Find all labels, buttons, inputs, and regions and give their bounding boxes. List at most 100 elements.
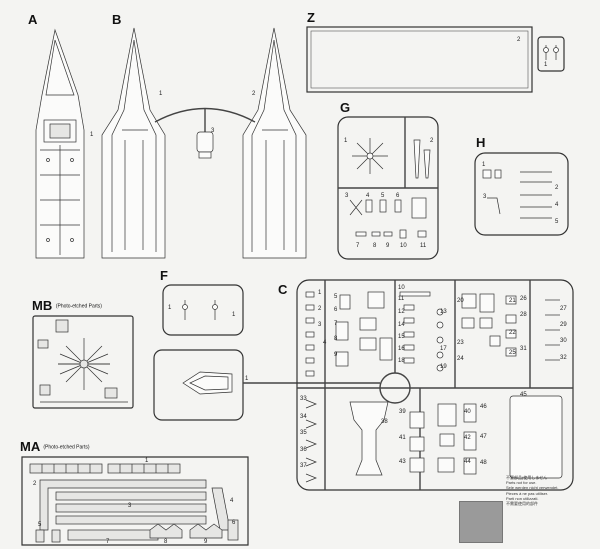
sprue-mb — [32, 315, 134, 409]
part-number: 7 — [334, 321, 338, 327]
part-number: 48 — [480, 460, 487, 466]
sprue-z — [306, 26, 565, 93]
part-number: 22 — [509, 330, 516, 336]
part-number: 2 — [33, 481, 37, 487]
part-number: 28 — [520, 312, 527, 318]
sprue-label-a: A — [28, 12, 38, 27]
part-number: 9 — [204, 539, 208, 545]
sprue-h — [474, 152, 569, 236]
part-number: 1 — [159, 91, 163, 97]
part-number: 11 — [420, 243, 427, 249]
part-number: 11 — [398, 296, 405, 302]
part-number: 15 — [398, 334, 405, 340]
sprue-label-g: G — [340, 100, 351, 115]
notice-line-zh: 不需要使用的部件 — [506, 501, 538, 507]
sprue-label-h: H — [476, 135, 486, 150]
part-number: 43 — [399, 459, 406, 465]
part-number: 21 — [509, 298, 516, 304]
part-number: 30 — [560, 338, 567, 344]
part-number: 3 — [128, 503, 132, 509]
part-number: 47 — [480, 434, 487, 440]
part-number: 7 — [106, 539, 110, 545]
part-number: 12 — [398, 309, 405, 315]
part-number: 24 — [457, 356, 464, 362]
part-number: 20 — [457, 298, 464, 304]
part-number: 17 — [440, 346, 447, 352]
part-number: 3 — [211, 128, 215, 134]
part-number: 2 — [252, 91, 256, 97]
part-number: 4 — [366, 193, 370, 199]
sprue-label-ma-note: (Photo-etched Parts) — [43, 444, 90, 451]
part-number: 9 — [334, 352, 338, 358]
sprue-c — [296, 279, 574, 491]
part-number: 18 — [398, 358, 405, 364]
sprue-label-b: B — [112, 12, 122, 27]
part-number: 5 — [334, 294, 338, 300]
sprue-label-z: Z — [307, 10, 315, 25]
part-number: 27 — [560, 306, 567, 312]
part-number: 39 — [399, 409, 406, 415]
sprue-label-c: C — [278, 282, 288, 297]
part-number: 13 — [440, 309, 447, 315]
sprue-label-ma-letters: MA — [20, 439, 40, 454]
part-number: 1 — [318, 290, 322, 296]
part-number: 1 — [344, 138, 348, 144]
part-number: 3 — [345, 193, 349, 199]
part-number: 10 — [400, 243, 407, 249]
part-number: 6 — [334, 307, 338, 313]
part-number: 4 — [323, 340, 327, 346]
part-number: 26 — [520, 296, 527, 302]
part-number: 34 — [300, 414, 307, 420]
part-number: 45 — [520, 392, 527, 398]
part-number: 2 — [318, 306, 322, 312]
part-number: 42 — [464, 435, 471, 441]
part-number: 1 — [232, 312, 236, 318]
part-number: 31 — [520, 346, 527, 352]
part-number: 25 — [509, 350, 516, 356]
part-number: 2 — [517, 37, 521, 43]
part-number: 19 — [440, 364, 447, 370]
part-number: 8 — [164, 539, 168, 545]
part-number: 23 — [457, 340, 464, 346]
part-number: 16 — [398, 346, 405, 352]
part-number: 44 — [464, 459, 471, 465]
part-number: 5 — [381, 193, 385, 199]
part-number: 1 — [245, 376, 249, 382]
part-number: 1 — [168, 305, 172, 311]
part-number: 9 — [386, 243, 390, 249]
part-number: 1 — [90, 132, 94, 138]
part-number: 1 — [145, 458, 149, 464]
part-number: 3 — [318, 322, 322, 328]
part-number: 7 — [356, 243, 360, 249]
part-number: 6 — [396, 193, 400, 199]
sprue-label-mb: MB (Photo-etched Parts) — [32, 298, 102, 313]
part-number: 8 — [373, 243, 377, 249]
sprue-ma — [21, 456, 249, 546]
part-number: 6 — [232, 520, 236, 526]
sprue-f — [153, 284, 380, 421]
part-number: 1 — [544, 62, 548, 68]
part-number: 2 — [430, 138, 434, 144]
sprue-label-ma: MA (Photo-etched Parts) — [20, 439, 90, 454]
part-number: 10 — [398, 285, 405, 291]
sprue-label-mb-letters: MB — [32, 298, 53, 313]
notice-line-de: Sele werden nicht verwendet. — [506, 485, 559, 491]
unused-parts-notice: 不要部品(使用しません Parts not for use. Sele werd… — [506, 475, 558, 506]
sprue-b-hull-right — [242, 27, 307, 259]
sprue-a-deck-part — [35, 28, 85, 259]
part-number: 4 — [555, 202, 559, 208]
notice-line-it: Parti non utilizzati. — [506, 495, 539, 501]
part-number: 8 — [334, 336, 338, 342]
part-number: 3 — [483, 194, 487, 200]
part-number: 4 — [230, 498, 234, 504]
part-number: 38 — [381, 419, 388, 425]
sprue-label-f: F — [160, 268, 168, 283]
notice-line-ja: 不要部品(使用しません — [506, 475, 548, 480]
part-number: 41 — [399, 435, 406, 441]
part-number: 32 — [560, 355, 567, 361]
notice-line-en: Parts not for use. — [506, 480, 537, 486]
unused-parts-swatch — [459, 501, 503, 543]
sprue-b-hull-left — [101, 27, 166, 259]
sprue-label-mb-note: (Photo-etched Parts) — [55, 303, 102, 310]
